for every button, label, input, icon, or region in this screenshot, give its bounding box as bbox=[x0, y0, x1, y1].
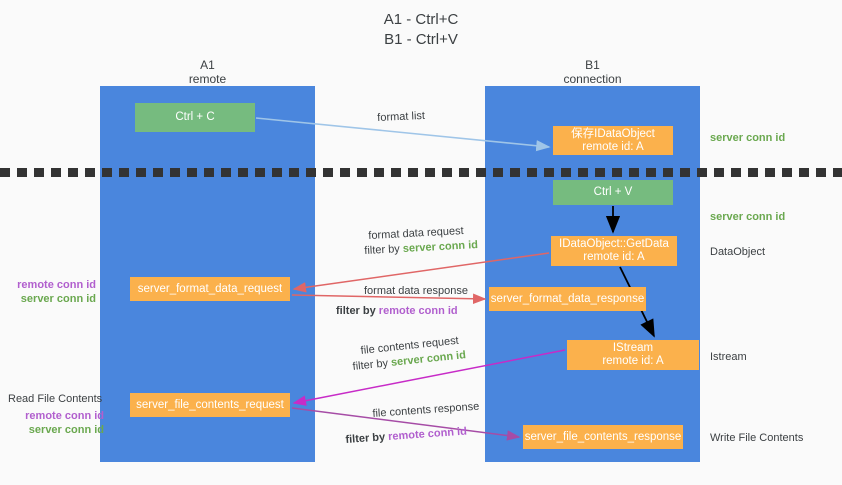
node-idataobject-getdata[interactable]: IDataObject::GetData remote id: A bbox=[551, 236, 677, 266]
edge-label-format-data-response: format data response bbox=[364, 285, 468, 297]
edge-label-filter-remote-2: filter by remote conn id bbox=[345, 425, 467, 448]
annotation-read-file-contents: Read File Contents bbox=[8, 393, 103, 405]
annotation-server-conn-id-2: server conn id bbox=[28, 424, 104, 436]
node-server-format-data-response[interactable]: server_format_data_response bbox=[489, 287, 646, 311]
node-ctrl-v[interactable]: Ctrl + V bbox=[553, 180, 673, 205]
node-istream[interactable]: IStream remote id: A bbox=[567, 340, 699, 370]
node-server-file-contents-request[interactable]: server_file_contents_request bbox=[130, 393, 290, 417]
edge-label-filter-remote-1: filter by remote conn id bbox=[336, 304, 458, 319]
filter-server-conn-id-1: server conn id bbox=[402, 239, 479, 255]
annotation-conn-ids-format: remote conn id server conn id bbox=[8, 278, 96, 306]
annotation-istream: Istream bbox=[710, 351, 747, 363]
edge-label-format-list: format list bbox=[377, 109, 426, 124]
filter-by-text-4: filter by bbox=[345, 431, 389, 446]
filter-remote-conn-id-2: remote conn id bbox=[387, 425, 468, 443]
node-idataobject[interactable]: 保存IDataObject remote id: A bbox=[553, 126, 673, 155]
dashed-separator bbox=[0, 168, 842, 177]
filter-by-text-3: filter by bbox=[352, 356, 392, 373]
annotation-server-conn-id-top: server conn id bbox=[710, 132, 786, 144]
annotation-remote-conn-id-2: remote conn id bbox=[25, 410, 104, 422]
annotation-read-file-group: Read File Contents remote conn id server… bbox=[8, 392, 104, 437]
column-header-b1: B1 connection bbox=[563, 58, 622, 86]
annotation-dataobject: DataObject bbox=[710, 246, 766, 258]
annotation-write-file-contents: Write File Contents bbox=[710, 432, 804, 444]
node-server-format-data-request[interactable]: server_format_data_request bbox=[130, 277, 290, 301]
annotation-server-conn-id-1: server conn id bbox=[20, 293, 96, 305]
node-server-file-contents-response[interactable]: server_file_contents_response bbox=[523, 425, 683, 449]
column-header-a1: A1 remote bbox=[188, 58, 227, 86]
annotation-remote-conn-id-1: remote conn id bbox=[17, 279, 96, 291]
edge-label-file-contents-response: file contents response bbox=[372, 400, 480, 420]
filter-remote-conn-id-1: remote conn id bbox=[378, 305, 458, 317]
filter-by-text-2: filter by bbox=[336, 305, 379, 317]
filter-by-text-1: filter by bbox=[364, 242, 404, 257]
node-ctrl-c[interactable]: Ctrl + C bbox=[135, 103, 255, 132]
annotation-server-conn-id-mid: server conn id bbox=[710, 211, 786, 223]
page-title: A1 - Ctrl+C B1 - Ctrl+V bbox=[383, 11, 459, 48]
